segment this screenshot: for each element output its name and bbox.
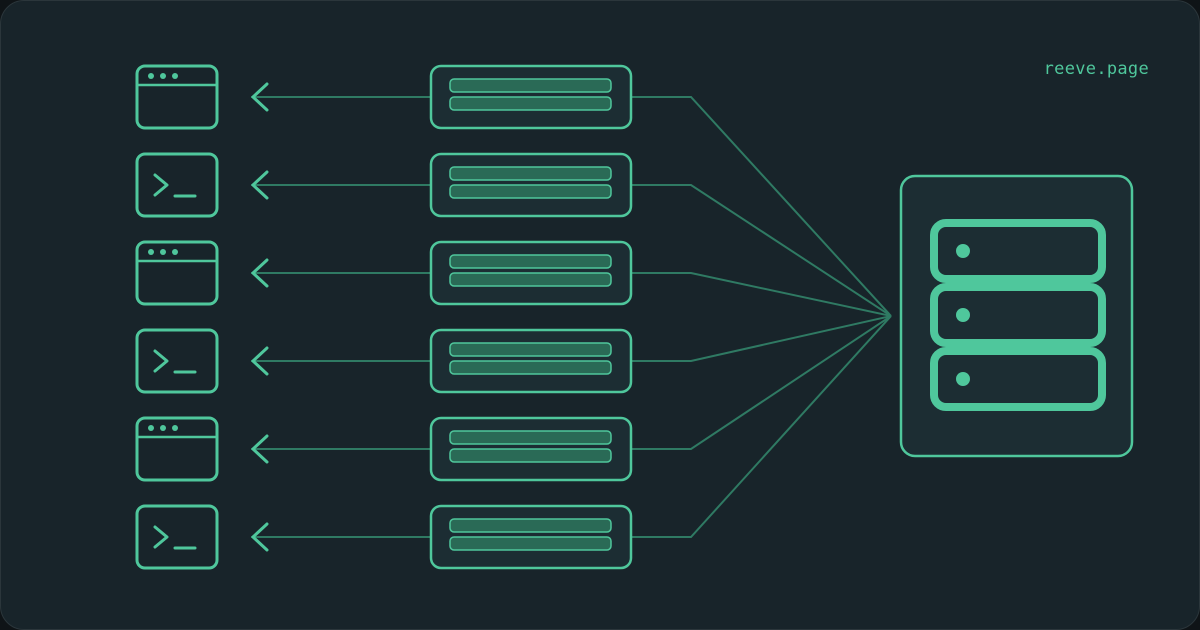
fan-line — [631, 315, 892, 362]
icon-frame — [135, 416, 219, 482]
row-4 — [135, 328, 633, 394]
row-6 — [135, 504, 633, 570]
browser-window-icon — [135, 64, 219, 130]
row-1 — [135, 64, 633, 130]
row-5 — [135, 416, 633, 482]
arrow-head-icon — [251, 434, 269, 464]
icon-frame — [135, 64, 219, 130]
window-dot — [148, 425, 154, 431]
message-line — [449, 254, 612, 269]
message-line — [449, 518, 612, 533]
server-stack-icon — [899, 174, 1134, 458]
fan-line — [631, 315, 892, 450]
server-led — [956, 244, 970, 258]
icon-frame — [135, 504, 219, 570]
server-unit — [930, 219, 1106, 283]
terminal-icon — [135, 152, 219, 218]
window-dot — [160, 249, 166, 255]
browser-window-icon — [135, 240, 219, 306]
message-line — [449, 360, 612, 375]
message-line — [449, 166, 612, 181]
message-line — [449, 536, 612, 551]
message-line — [449, 272, 612, 287]
icon-frame — [135, 328, 219, 394]
connection-lines — [631, 96, 892, 538]
server-led — [956, 308, 970, 322]
terminal-icon — [135, 328, 219, 394]
prompt-chevron — [153, 525, 169, 549]
terminal-icon — [135, 504, 219, 570]
prompt-chevron — [153, 349, 169, 373]
arrow-head-icon — [251, 170, 269, 200]
window-dot — [172, 73, 178, 79]
server-unit — [930, 283, 1106, 347]
window-dot — [172, 249, 178, 255]
row-3 — [135, 240, 633, 306]
window-dot — [148, 249, 154, 255]
message-line — [449, 184, 612, 199]
arrow-head-icon — [251, 522, 269, 552]
arrow-head-icon — [251, 346, 269, 376]
icon-frame — [135, 240, 219, 306]
message-line — [449, 96, 612, 111]
message-line — [449, 448, 612, 463]
message-rows — [135, 64, 633, 570]
browser-window-icon — [135, 416, 219, 482]
message-line — [449, 78, 612, 93]
window-dot — [160, 73, 166, 79]
prompt-chevron — [153, 173, 169, 197]
fan-line — [631, 315, 892, 538]
server-led — [956, 372, 970, 386]
window-dot — [172, 425, 178, 431]
message-line — [449, 342, 612, 357]
brand-domain: reeve.page — [1043, 59, 1149, 79]
row-2 — [135, 152, 633, 218]
fan-line — [631, 96, 892, 317]
arrow-head-icon — [251, 82, 269, 112]
arrow-head-icon — [251, 258, 269, 288]
fan-line — [631, 272, 892, 317]
server-unit — [930, 347, 1106, 411]
window-dot — [148, 73, 154, 79]
icon-frame — [135, 152, 219, 218]
fan-line — [631, 184, 892, 317]
window-dot — [160, 425, 166, 431]
message-line — [449, 430, 612, 445]
